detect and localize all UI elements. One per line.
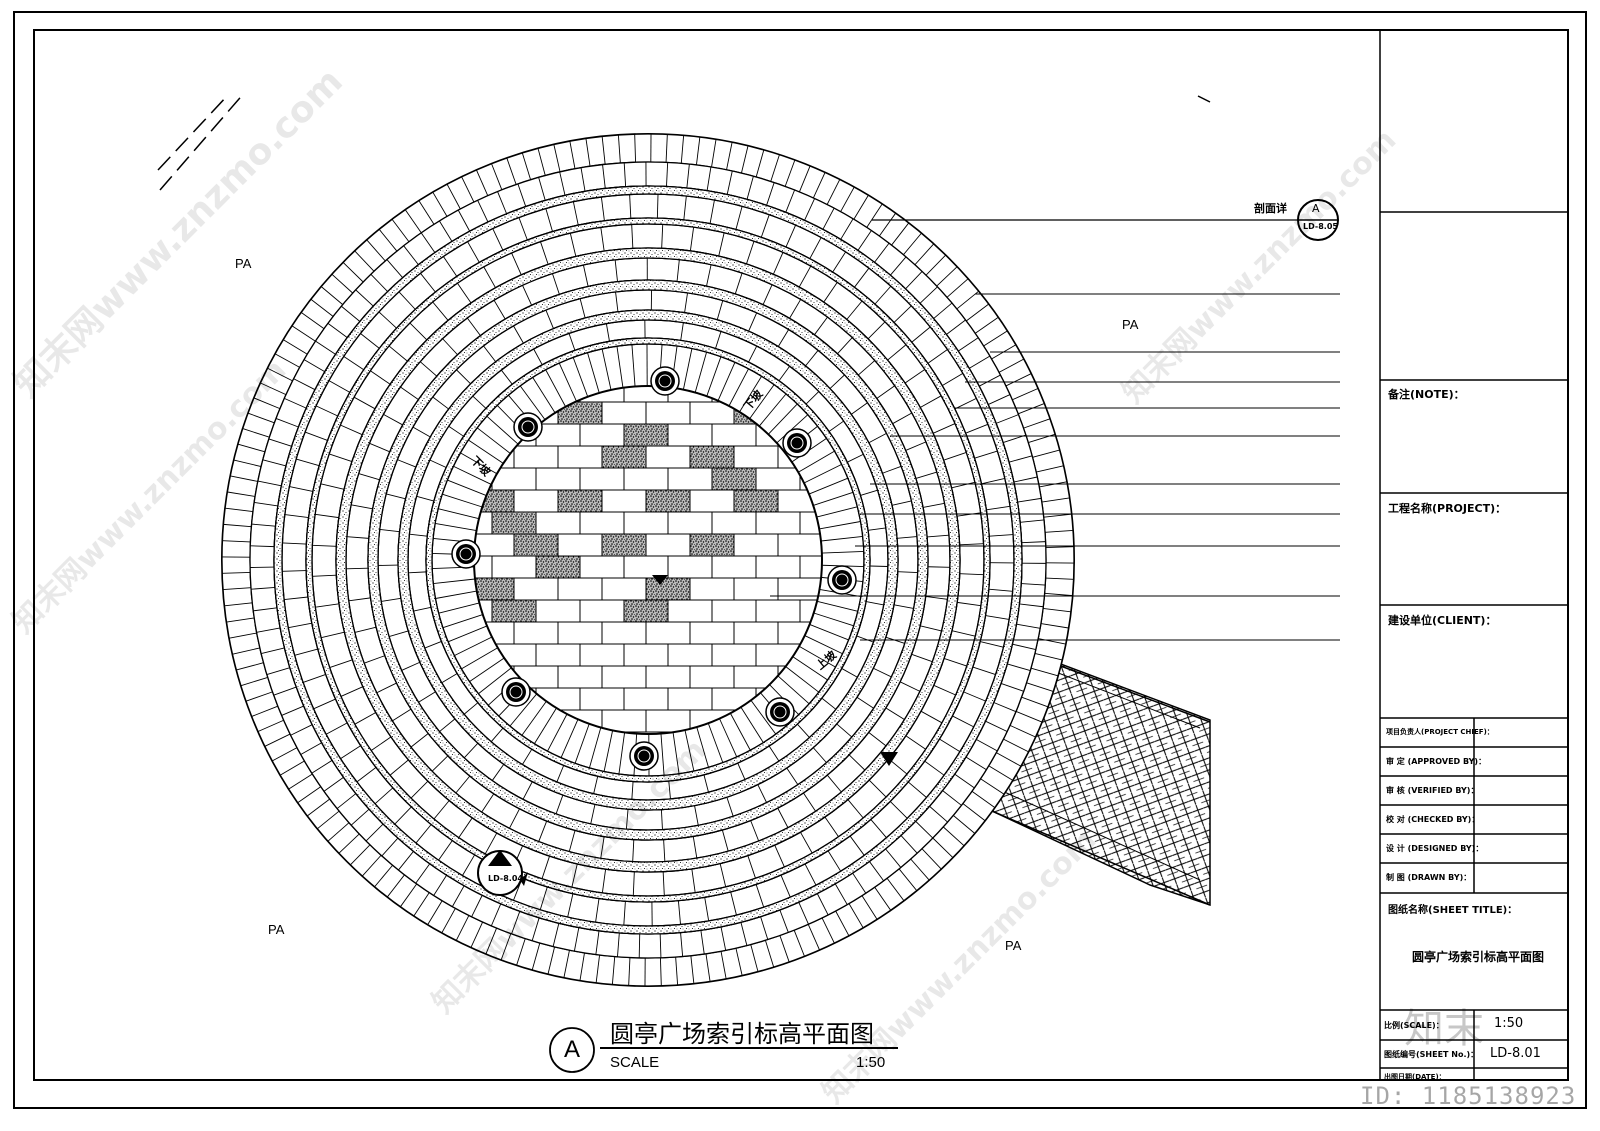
- watermark-logo: 知末: [1404, 996, 1484, 1054]
- project-label: 工程名称(PROJECT)：: [1388, 500, 1506, 516]
- date-label: 出图日期(DATE)：: [1384, 1072, 1446, 1082]
- sheet-title-label: 图纸名称(SHEET TITLE)：: [1388, 901, 1517, 916]
- pavilion-column: [502, 678, 530, 706]
- drawing-title: 圆亭广场索引标高平面图: [610, 1014, 874, 1049]
- area-label-pa: PA: [1122, 317, 1138, 332]
- pavilion-column: [828, 566, 856, 594]
- area-label-pa: PA: [268, 922, 284, 937]
- area-label-pa: PA: [235, 256, 251, 271]
- section-reference-text: 剖面详: [1254, 200, 1287, 216]
- area-label-pa: PA: [1005, 938, 1021, 953]
- section-symbol-sheet: LD-8.05: [1303, 222, 1338, 231]
- scale-value: 1:50: [1494, 1016, 1523, 1031]
- axis-lines: [158, 92, 245, 190]
- section-symbol-letter: A: [1312, 202, 1320, 215]
- drawn-by-label: 制 图 (DRAWN BY)：: [1386, 872, 1471, 883]
- client-label: 建设单位(CLIENT)：: [1388, 612, 1496, 628]
- title-block-grid: [1380, 30, 1568, 1080]
- pavilion-column: [651, 367, 679, 395]
- drawing-title-letter: A: [564, 1036, 580, 1064]
- checked-by-label: 校 对 (CHECKED BY)：: [1386, 814, 1479, 825]
- verified-by-label: 审 核 (VERIFIED BY)：: [1386, 785, 1478, 796]
- approved-by-label: 审 定 (APPROVED BY)：: [1386, 756, 1486, 767]
- drawing-scale-label: SCALE: [610, 1054, 659, 1071]
- note-label: 备注(NOTE)：: [1388, 386, 1465, 402]
- sheet-title-value: 圆亭广场索引标高平面图: [1412, 948, 1544, 965]
- project-chief-label: 项目负责人(PROJECT CHIEF)：: [1386, 727, 1494, 737]
- pavilion-column: [783, 429, 811, 457]
- designed-by-label: 设 计 (DESIGNED BY)：: [1386, 843, 1483, 854]
- pavilion-column: [630, 742, 658, 770]
- drawing-scale-value: 1:50: [856, 1054, 885, 1071]
- pavilion-column: [514, 413, 542, 441]
- pavilion-column: [766, 698, 794, 726]
- index-symbol-sheet: LD-8.04: [488, 874, 523, 883]
- sheet-number-value: LD-8.01: [1490, 1046, 1541, 1061]
- watermark-id: ID: 1185138923: [1360, 1082, 1576, 1110]
- pavilion-column: [452, 540, 480, 568]
